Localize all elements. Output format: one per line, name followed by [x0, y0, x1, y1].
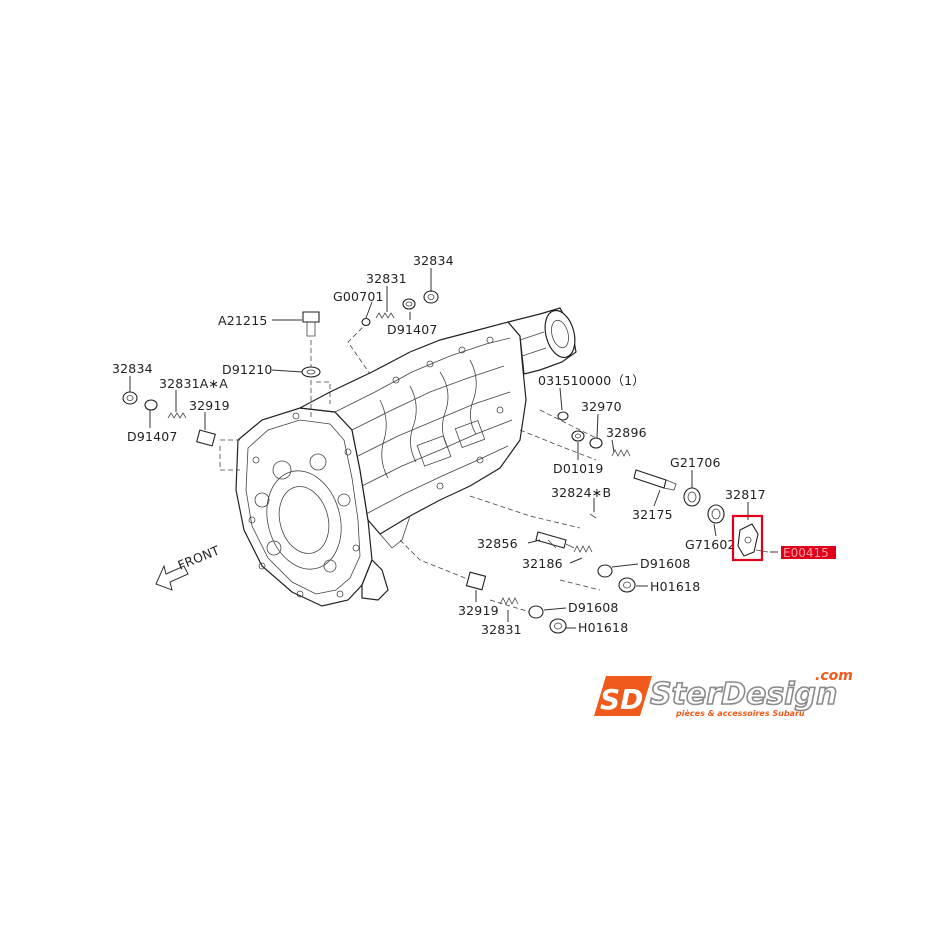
part-32831-spring-top[interactable]	[375, 312, 395, 319]
part-d91608-a[interactable]	[597, 564, 613, 578]
label-32817[interactable]: 32817	[725, 487, 766, 502]
label-32175[interactable]: 32175	[632, 507, 673, 522]
part-a21215-bolt[interactable]	[302, 311, 320, 337]
label-32824b[interactable]: 32824∗B	[551, 485, 611, 500]
highlight-box-32817	[731, 514, 764, 562]
label-g21706[interactable]: G21706	[670, 455, 721, 470]
label-a21215[interactable]: A21215	[218, 313, 268, 328]
part-32896-spring[interactable]	[611, 449, 631, 457]
label-d91407-top[interactable]: D91407	[387, 322, 438, 337]
logo-tagline: pièces & accessoires Subaru	[675, 708, 805, 718]
label-32831-top[interactable]: 32831	[366, 271, 407, 286]
label-e00415[interactable]: E00415	[783, 546, 829, 560]
sterdesign-logo: SD SterDesign .com pièces & accessoires …	[594, 668, 853, 718]
part-h01618-b[interactable]	[549, 618, 567, 634]
part-32834-left[interactable]	[122, 391, 138, 405]
part-32831a-spring[interactable]	[167, 412, 187, 419]
part-g00701[interactable]	[361, 317, 371, 327]
label-32186[interactable]: 32186	[522, 556, 563, 571]
part-32919-left[interactable]	[196, 429, 216, 447]
label-32831-bottom[interactable]: 32831	[481, 622, 522, 637]
label-32896[interactable]: 32896	[606, 425, 647, 440]
logo-domain: .com	[815, 668, 853, 684]
label-32970[interactable]: 32970	[581, 399, 622, 414]
label-h01618-a[interactable]: H01618	[650, 579, 700, 594]
part-32834-top[interactable]	[423, 290, 439, 304]
leader-lines	[129, 268, 778, 629]
part-32970[interactable]	[589, 437, 603, 449]
transmission-housing	[235, 307, 577, 607]
label-32834-top[interactable]: 32834	[413, 253, 454, 268]
part-d01019[interactable]	[571, 430, 585, 442]
part-d91407-left[interactable]	[144, 399, 158, 411]
part-32919-bottom[interactable]	[465, 571, 487, 591]
label-32856[interactable]: 32856	[477, 536, 518, 551]
part-32175-shaft[interactable]	[633, 469, 677, 491]
label-d01019[interactable]: D01019	[553, 461, 604, 476]
label-031510000[interactable]: 031510000（1）	[538, 373, 645, 388]
selected-part-highlight: E00415	[731, 514, 836, 562]
part-h01618-a[interactable]	[618, 577, 636, 593]
front-label: FRONT	[176, 542, 222, 572]
highlight-label-background	[781, 546, 836, 559]
part-32817-lever[interactable]	[737, 523, 769, 557]
logo-mark: SD	[600, 683, 643, 716]
front-direction-indicator: FRONT	[155, 542, 222, 591]
part-d91407-top[interactable]	[402, 298, 416, 310]
logo-badge-shape	[594, 676, 652, 716]
part-d91608-b[interactable]	[528, 605, 544, 619]
label-32919-bottom[interactable]: 32919	[458, 603, 499, 618]
label-g00701[interactable]: G00701	[333, 289, 384, 304]
part-number-labels: 32834 32831 G00701 D91407 A21215 D91210 …	[112, 253, 766, 637]
front-arrow-icon	[155, 564, 189, 591]
part-g21706-seal[interactable]	[683, 487, 701, 507]
part-32186-spring[interactable]	[573, 545, 593, 553]
label-h01618-b[interactable]: H01618	[578, 620, 628, 635]
part-32831-spring-bottom[interactable]	[499, 597, 519, 605]
label-d91608-b[interactable]: D91608	[568, 600, 619, 615]
part-g71602-seal[interactable]	[707, 504, 725, 524]
label-32831a[interactable]: 32831A∗A	[159, 376, 228, 391]
label-d91210[interactable]: D91210	[222, 362, 273, 377]
assembly-guide-lines	[219, 321, 601, 613]
part-32824b-pin[interactable]	[589, 513, 597, 519]
label-g71602[interactable]: G71602	[685, 537, 736, 552]
label-32919-left[interactable]: 32919	[189, 398, 230, 413]
label-d91608-a[interactable]: D91608	[640, 556, 691, 571]
part-031510000[interactable]	[557, 411, 569, 421]
part-32856-shaft[interactable]	[535, 531, 575, 549]
label-32834-left[interactable]: 32834	[112, 361, 153, 376]
label-d91407-left[interactable]: D91407	[127, 429, 178, 444]
logo-name: SterDesign	[650, 677, 837, 712]
part-d91210-washer[interactable]	[301, 366, 321, 378]
